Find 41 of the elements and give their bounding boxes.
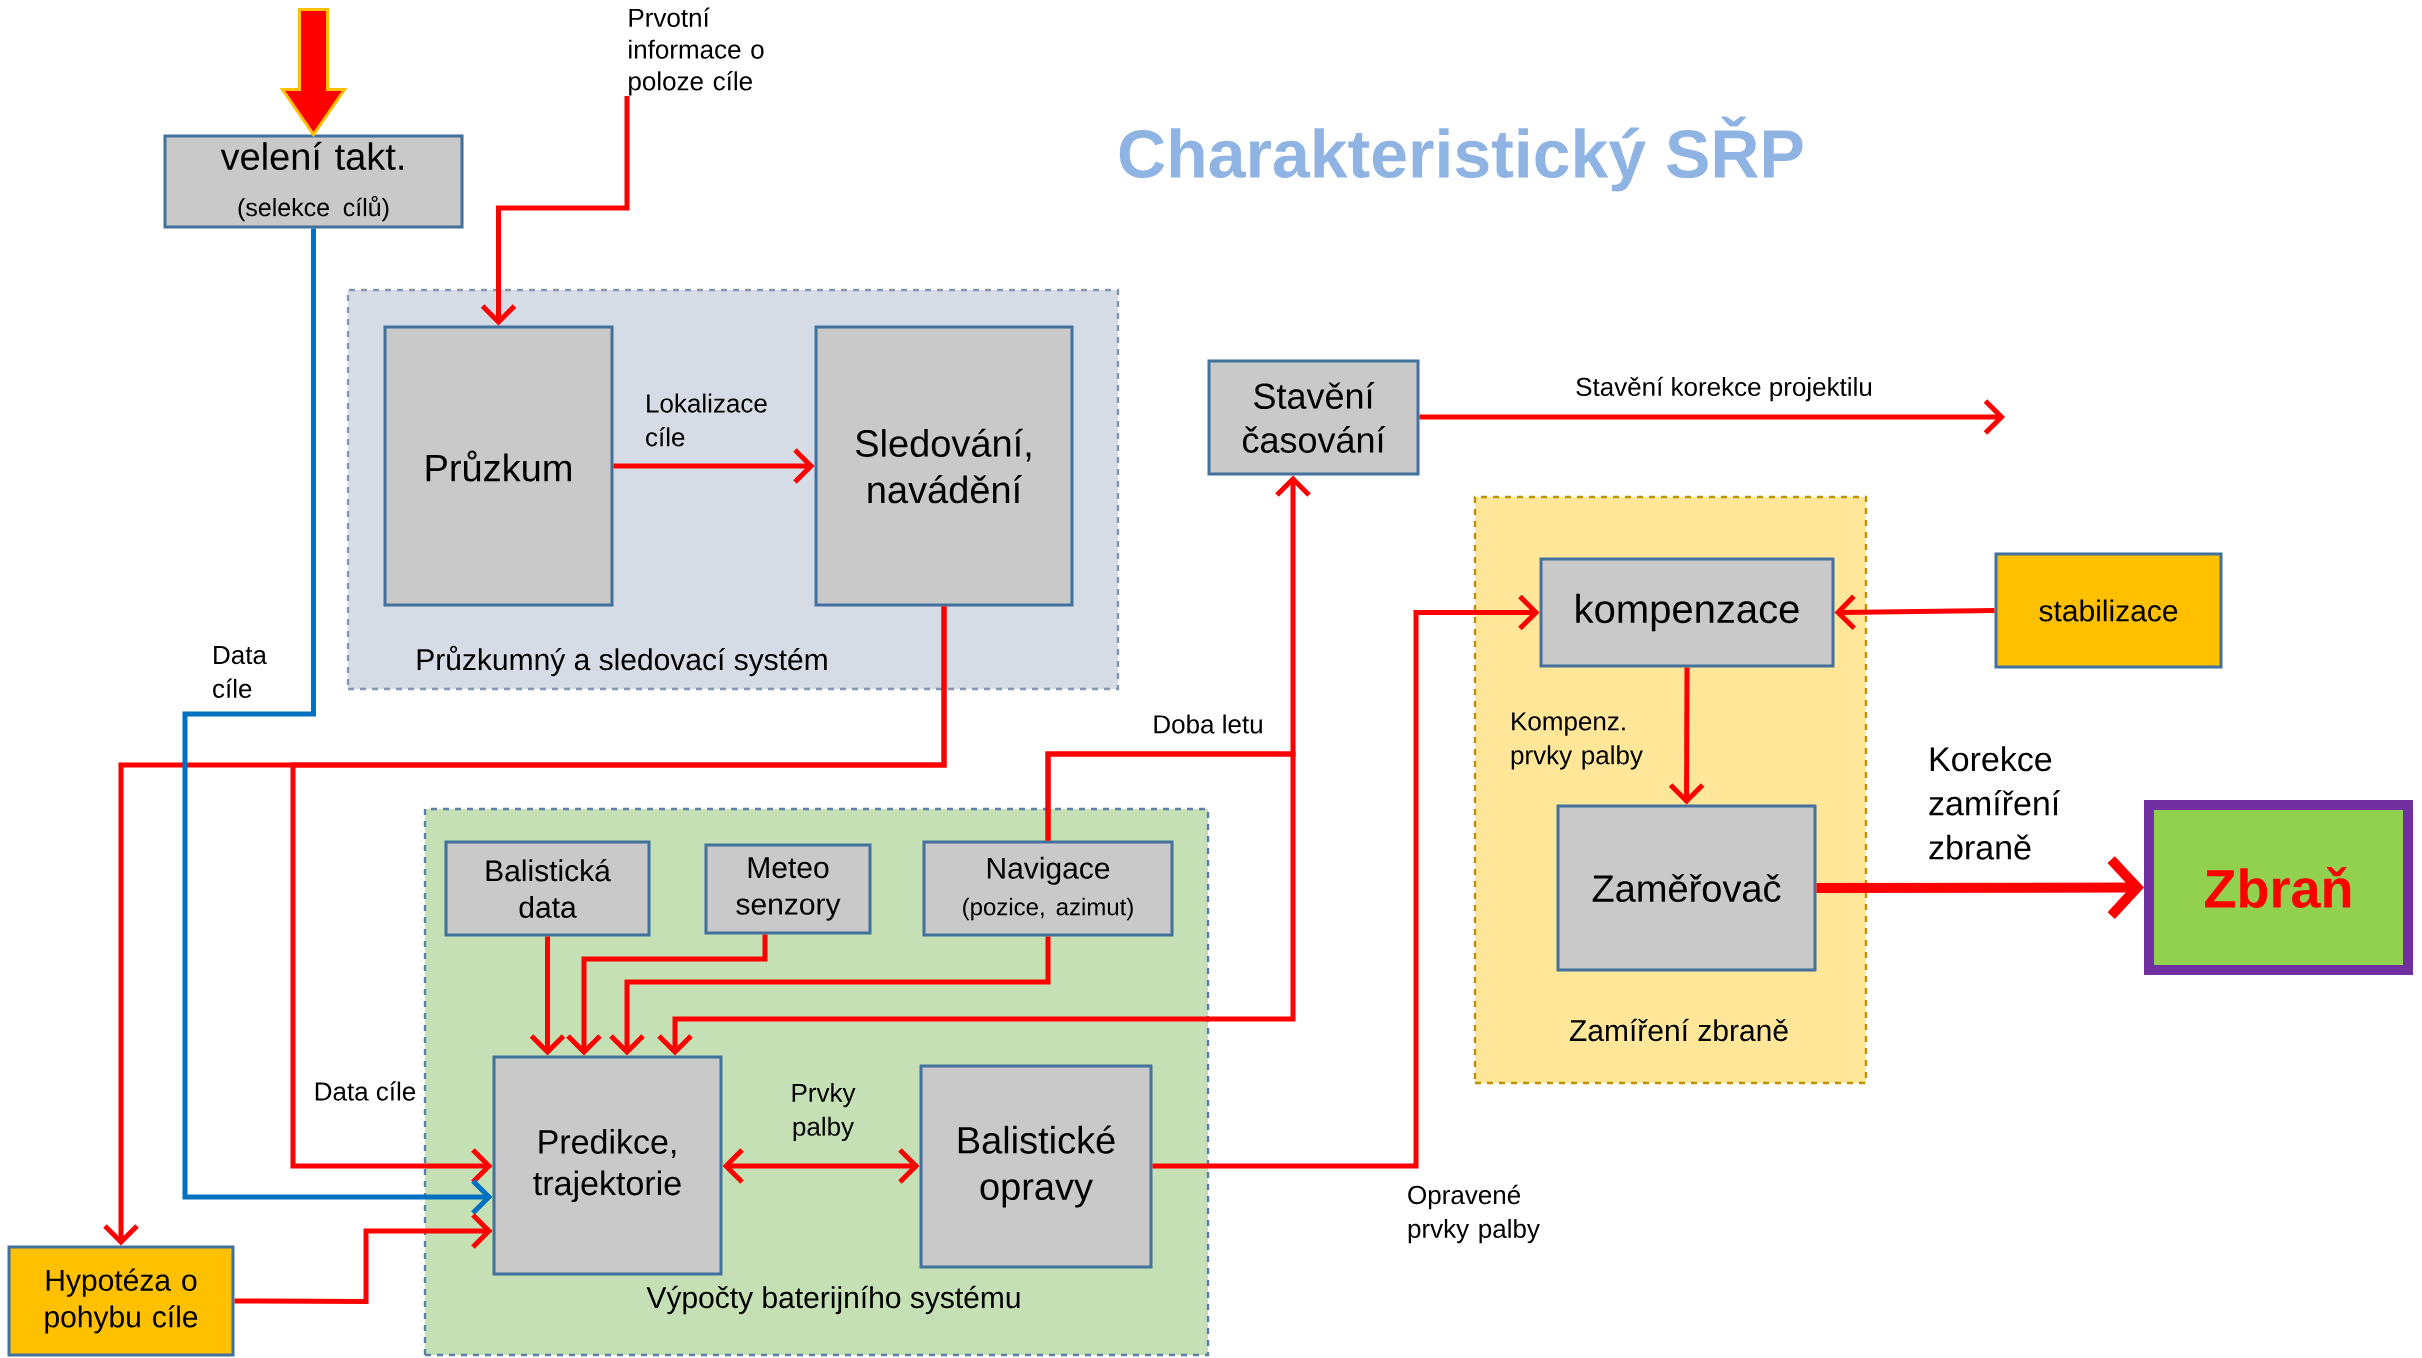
source-text: Prvotní informace o poloze cíle xyxy=(629,7,764,96)
arrow xyxy=(1668,667,1705,805)
arrow xyxy=(1419,399,2005,435)
input-box: stabilizace xyxy=(1994,552,2223,669)
edge-label: Doba letu xyxy=(1154,714,1262,734)
edge-label: Kompenz. prvky palby xyxy=(1511,712,1643,770)
arrow xyxy=(1816,856,2144,919)
process-box: Stavění časování xyxy=(1207,359,1420,476)
edge-label: Stavění korekce projektilu xyxy=(1576,376,1872,402)
arrow xyxy=(657,751,1296,1056)
title: Charakteristický SŘP xyxy=(1119,116,1803,192)
arrow xyxy=(529,936,566,1056)
process-box: Predikce, trajektorie xyxy=(492,1055,723,1276)
arrow xyxy=(1152,594,1540,1169)
edge-label: Opravené prvky palby xyxy=(1408,1184,1540,1244)
arrow xyxy=(480,96,630,326)
arrow xyxy=(613,448,815,484)
arrow xyxy=(234,1213,493,1304)
input-box: Hypotéza o pohybu cíle xyxy=(7,1245,235,1357)
data-box: Balistická data xyxy=(444,840,651,937)
process-box: Balistické opravy xyxy=(919,1064,1153,1269)
arrow xyxy=(722,1148,920,1184)
arrow xyxy=(1834,594,1995,631)
edge-label: Lokalizace cíle xyxy=(646,393,767,447)
arrow xyxy=(609,936,1051,1056)
block-arrow xyxy=(279,8,348,138)
data-box: Navigace (pozice, azimut) xyxy=(922,840,1174,937)
data-box: Meteo senzory xyxy=(704,843,872,935)
process-box: Průzkum xyxy=(383,325,614,607)
arrow xyxy=(182,228,493,1215)
edge-label: Prvky palby xyxy=(792,1082,856,1141)
edge-label: Data cíle xyxy=(213,646,267,698)
edge-label: Korekce zamíření zbraně xyxy=(1929,746,2061,860)
command-box: velení takt. (selekce cílů) xyxy=(163,134,464,229)
arrow xyxy=(290,606,947,1184)
process-box: Zaměřovač xyxy=(1556,804,1817,972)
edge-label: Data cíle xyxy=(315,1081,416,1101)
weapon-box: Zbraň xyxy=(2144,800,2413,975)
arrow xyxy=(566,934,768,1056)
process-box: kompenzace xyxy=(1539,557,1835,668)
process-box: Sledování, navádění xyxy=(814,325,1074,607)
